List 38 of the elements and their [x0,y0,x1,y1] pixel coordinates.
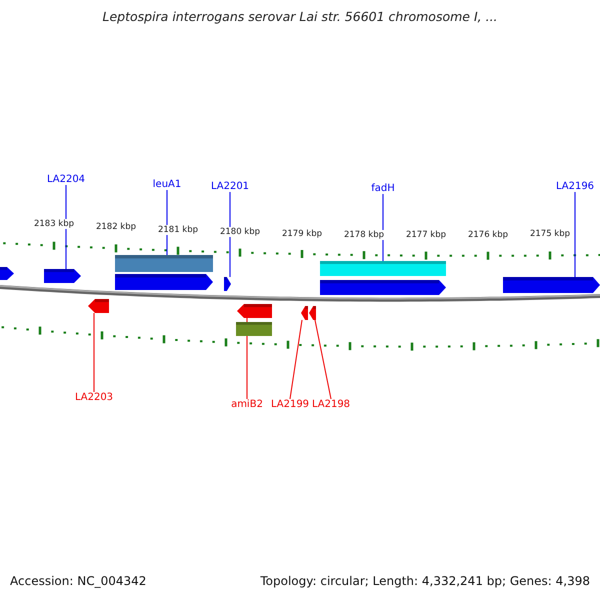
tick-label: 2182 kbp [96,222,136,232]
footer-text: Accession: NC_004342 [10,574,146,588]
tick-label: 2181 kbp [158,225,198,235]
tick-label: 2175 kbp [530,229,570,239]
gene-block [301,306,308,320]
leader-line [574,192,576,278]
gene-block [44,269,81,283]
footer-text: Topology: circular; Length: 4,332,241 bp; Genes: 4,398 [260,574,590,588]
gene-label: leuA1 [152,179,182,190]
gene-block [88,299,109,313]
gene-bar [236,322,272,336]
gene-label: LA2199 [270,399,310,410]
gene-block [320,280,446,295]
gene-block [0,267,14,280]
title: Leptospira interrogans serovar Lai str. 56601 chromosome I, ... [102,9,498,24]
tick-label: 2179 kbp [282,229,322,239]
tick-label: 2177 kbp [406,230,446,240]
gene-label: fadH [371,183,395,194]
gene-label: LA2203 [74,392,114,403]
tick-label: 2178 kbp [344,230,384,240]
gene-bar [320,261,446,276]
gene-block [309,306,316,320]
tick-label: 2176 kbp [468,230,508,240]
gene-bar [115,255,213,272]
leader-line [314,320,332,400]
gene-block [224,277,231,291]
tick-label: 2183 kbp [34,219,74,229]
gene-label: LA2204 [46,174,86,185]
leader-line [382,194,384,262]
gene-label: LA2198 [312,399,350,410]
gene-label: LA2196 [556,181,594,192]
gene-block [503,277,600,293]
leader-line [290,320,302,400]
tick-label: 2180 kbp [220,227,260,237]
gene-block [237,304,272,318]
gene-block [115,274,213,290]
gene-label: LA2201 [210,181,250,192]
gene-label: amiB2 [231,399,263,410]
